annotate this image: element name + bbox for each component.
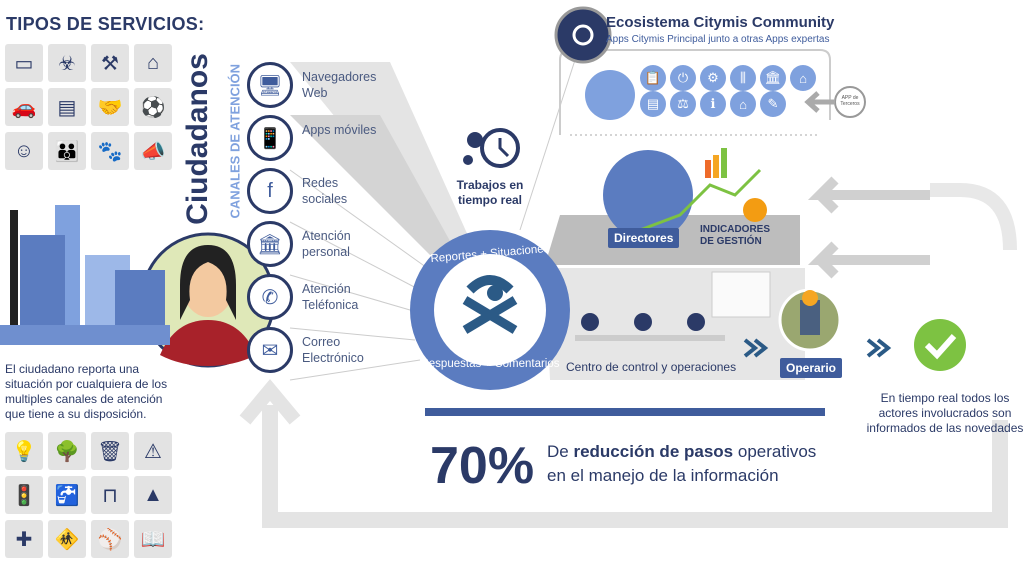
channel-label: Atención Teléfonica	[302, 282, 359, 312]
stat-line-2: en el manejo de la información	[547, 466, 779, 485]
lightbulb-icon[interactable]: 💡	[5, 432, 43, 470]
theater-masks-icon[interactable]: ☺	[5, 132, 43, 170]
tree-icon[interactable]: 🌳	[48, 432, 86, 470]
stat-post: operativos	[733, 442, 817, 461]
realtime-label: Trabajos en tiempo real	[456, 178, 524, 207]
people-icon[interactable]: 👪	[48, 132, 86, 170]
realtime-caption: En tiempo real todos los actores involuc…	[866, 391, 1024, 435]
stat-line-1: De reducción de pasos operativos	[547, 442, 816, 462]
license-plate-icon[interactable]: ▭	[5, 44, 43, 82]
tools-icon[interactable]: ⚒	[91, 44, 129, 82]
app-icon[interactable]: ⚙	[700, 65, 726, 91]
channel-label: Apps móviles	[302, 123, 377, 137]
faucet-icon[interactable]: 🚰	[48, 476, 86, 514]
phone-icon[interactable]: ✆	[247, 274, 293, 320]
house-icon[interactable]: ⌂	[134, 44, 172, 82]
id-card-icon[interactable]: ▤	[48, 88, 86, 126]
app-icon[interactable]: 📋	[640, 65, 666, 91]
cone-icon[interactable]: ▲	[134, 476, 172, 514]
stat-pre: De	[547, 442, 574, 461]
responses-arc-label: Respuestas + Comentarios	[420, 358, 560, 370]
channel-label: Atención personal	[302, 229, 351, 259]
app-icon[interactable]: ✎	[760, 91, 786, 117]
monitor-icon[interactable]: 🖥	[247, 62, 293, 108]
facebook-twitter-icon[interactable]: f	[247, 168, 293, 214]
biohazard-icon[interactable]: ☣	[48, 44, 86, 82]
services-title: TIPOS DE SERVICIOS:	[6, 14, 205, 34]
citizens-title: Ciudadanos	[181, 53, 214, 225]
app-icon[interactable]: ℹ	[700, 91, 726, 117]
trash-icon[interactable]: 🗑	[91, 432, 129, 470]
building-icon[interactable]: 🏛	[247, 221, 293, 267]
app-icon[interactable]: ⏻	[670, 65, 696, 91]
channel-label: Navegadores Web	[302, 70, 377, 100]
channels-subtitle: CANALES DE ATENCIÓN	[227, 63, 243, 219]
paw-icon[interactable]: 🐾	[91, 132, 129, 170]
megaphone-icon[interactable]: 📣	[134, 132, 172, 170]
traffic-light-icon[interactable]: 🚦	[5, 476, 43, 514]
balls-icon[interactable]: ⚾	[91, 520, 129, 558]
app-icon[interactable]: ▤	[640, 91, 666, 117]
envelope-icon[interactable]: ✉	[247, 327, 293, 373]
child-icon[interactable]: 🚸	[48, 520, 86, 558]
indicators-label: INDICADORES DE GESTIÓN	[700, 224, 771, 247]
third-party-app[interactable]: APP de Terceros	[840, 95, 860, 107]
operator-label: Operario	[780, 358, 843, 378]
channel-label: Correo Electrónico	[302, 335, 364, 365]
bench-icon[interactable]: ⊓	[91, 476, 129, 514]
sports-balls-icon[interactable]: ⚽	[134, 88, 172, 126]
app-icon[interactable]: ⌂	[730, 91, 756, 117]
smartphone-icon[interactable]: 📱	[247, 115, 293, 161]
directors-label: Directores	[608, 228, 680, 248]
stat-value: 70%	[430, 437, 535, 495]
ecosystem-title: Ecosistema Citymis Community	[606, 14, 835, 31]
citizen-caption: El ciudadano reporta una situación por c…	[5, 362, 168, 421]
app-icon[interactable]: ⌂	[790, 65, 816, 91]
control-center-label: Centro de control y operaciones	[566, 360, 737, 374]
channel-label: Redes sociales	[302, 176, 348, 206]
cross-icon[interactable]: ✚	[5, 520, 43, 558]
stat-bold: reducción de pasos	[573, 442, 734, 461]
app-icon[interactable]: ⫼	[730, 65, 756, 91]
book-icon[interactable]: 📖	[134, 520, 172, 558]
handshake-icon[interactable]: 🤝	[91, 88, 129, 126]
road-work-icon[interactable]: ⚠	[134, 432, 172, 470]
app-icon[interactable]: ⚖	[670, 91, 696, 117]
ecosystem-subtitle: Apps Citymis Principal junto a otras App…	[606, 34, 830, 45]
app-icon[interactable]: 🏛	[760, 65, 786, 91]
car-icon[interactable]: 🚗	[5, 88, 43, 126]
